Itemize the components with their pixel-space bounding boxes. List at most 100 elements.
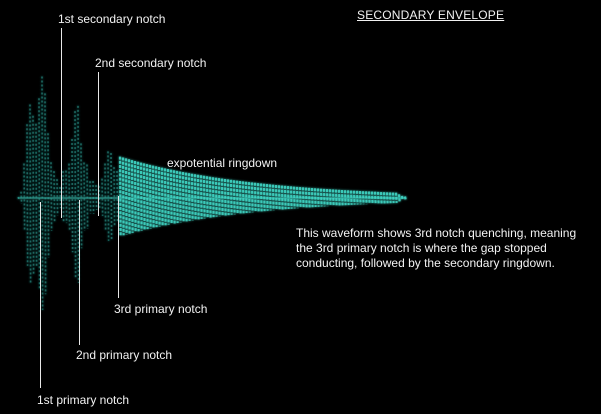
waveform-cycle (35, 123, 38, 267)
waveform-cycle (244, 181, 248, 213)
label-1st-secondary-notch: 1st secondary notch (58, 12, 166, 26)
waveform-cycle (253, 182, 257, 213)
label-2nd-primary-notch: 2nd primary notch (76, 348, 173, 362)
waveform-cycle (101, 178, 104, 216)
label-1st-primary-notch: 1st primary notch (37, 393, 130, 407)
waveform-cycle (130, 160, 134, 233)
waveform-cycle (118, 156, 122, 237)
waveform-cycle (23, 163, 26, 230)
label-2nd-secondary-notch: 2nd secondary notch (95, 56, 207, 70)
waveform-cycle (250, 182, 254, 213)
waveform-cycle (139, 162, 143, 231)
waveform-cycle (211, 177, 215, 218)
waveform-cycle (403, 196, 407, 200)
waveform-cycle (286, 186, 290, 209)
waveform-cycle (127, 159, 131, 234)
waveform-cycle (214, 177, 218, 217)
pointer-1st-primary-notch (40, 202, 41, 388)
waveform-cycle (166, 168, 170, 225)
waveform-cycle (77, 105, 80, 283)
waveform-cycle (175, 170, 179, 223)
label-3rd-primary-notch: 3rd primary notch (114, 302, 208, 316)
waveform-cycle (107, 151, 110, 241)
pointer-2nd-secondary-notch (98, 72, 99, 216)
waveform-cycle (193, 174, 197, 220)
waveform-cycle (68, 163, 71, 230)
waveform-cycle (113, 167, 116, 227)
waveform-cycle (47, 133, 50, 258)
waveform-cycle (92, 180, 95, 214)
waveform-cycle (29, 104, 32, 285)
description-line-3: conducting, followed by the secondary ri… (296, 256, 555, 270)
waveform-cycle (110, 152, 113, 240)
waveform-cycle (163, 168, 167, 226)
waveform-cycle (346, 190, 350, 206)
waveform-cycle (104, 163, 107, 230)
description-text: This waveform shows 3rd notch quenching,… (296, 226, 596, 271)
waveform-cycle (59, 186, 62, 209)
waveform-cycle (241, 181, 245, 214)
waveform-cycle (331, 189, 335, 206)
waveform-cycle (169, 169, 173, 225)
waveform-cycle (199, 175, 203, 219)
waveform-cycle (190, 173, 194, 221)
waveform-cycle (32, 115, 35, 274)
waveform-cycle (172, 170, 176, 224)
waveform-cycle (160, 167, 164, 226)
waveform-cycle (205, 176, 209, 219)
waveform-cycle (71, 139, 74, 253)
label-exponential-ringdown: expotential ringdown (167, 156, 278, 170)
waveform-cycle (187, 173, 191, 221)
waveform-trace (17, 76, 407, 310)
waveform-cycle (283, 185, 287, 210)
waveform-cycle (196, 174, 200, 220)
waveform-cycle (44, 93, 47, 295)
waveform-cycle (334, 189, 338, 206)
waveform-cycle (397, 194, 401, 202)
waveform-cycle (133, 160, 137, 233)
waveform-cycle (148, 164, 152, 229)
waveform-cycle (53, 171, 56, 223)
waveform-cycle (65, 170, 68, 224)
waveform-cycle (181, 172, 185, 222)
waveform-cycle (80, 143, 83, 249)
waveform-cycle (41, 76, 44, 310)
waveform-cycle (26, 124, 29, 266)
waveform-cycle (247, 182, 251, 213)
waveform-cycle (157, 166, 161, 227)
waveform-cycle (232, 180, 236, 215)
waveform-cycle (343, 190, 347, 206)
waveform-cycle (220, 178, 224, 216)
waveform-cycle (340, 189, 344, 206)
waveform-cycle (116, 171, 119, 223)
pointer-3rd-primary-notch (118, 196, 119, 298)
waveform-cycle (238, 180, 242, 214)
pointer-2nd-primary-notch (79, 200, 80, 345)
waveform-cycle (217, 178, 221, 217)
waveform-cycle (145, 164, 149, 230)
waveform-cycle (184, 172, 188, 222)
waveform-cycle (86, 164, 89, 229)
waveform-cycle (89, 181, 92, 214)
waveform-cycle (83, 162, 86, 231)
waveform-cycle (154, 166, 158, 228)
description-line-1: This waveform shows 3rd notch quenching,… (296, 226, 577, 240)
waveform-cycle (136, 161, 140, 232)
waveform-cycle (142, 163, 146, 230)
waveform-cycle (178, 171, 182, 223)
waveform-cycle (56, 179, 59, 216)
waveform-cycle (151, 165, 155, 228)
diagram-title: SECONDARY ENVELOPE (357, 8, 505, 22)
waveform-cycle (235, 180, 239, 215)
description-line-2: the 3rd primary notch is where the gap s… (296, 241, 547, 255)
waveform-cycle (202, 175, 206, 219)
waveform-cycle (124, 158, 128, 235)
waveform-cycle (337, 189, 341, 206)
waveform-cycle (50, 162, 53, 231)
waveform-cycle (226, 179, 230, 216)
waveform-cycle (229, 179, 233, 215)
waveform-cycle (328, 189, 332, 207)
waveform-cycle (208, 176, 212, 218)
waveform-cycle (74, 111, 77, 278)
